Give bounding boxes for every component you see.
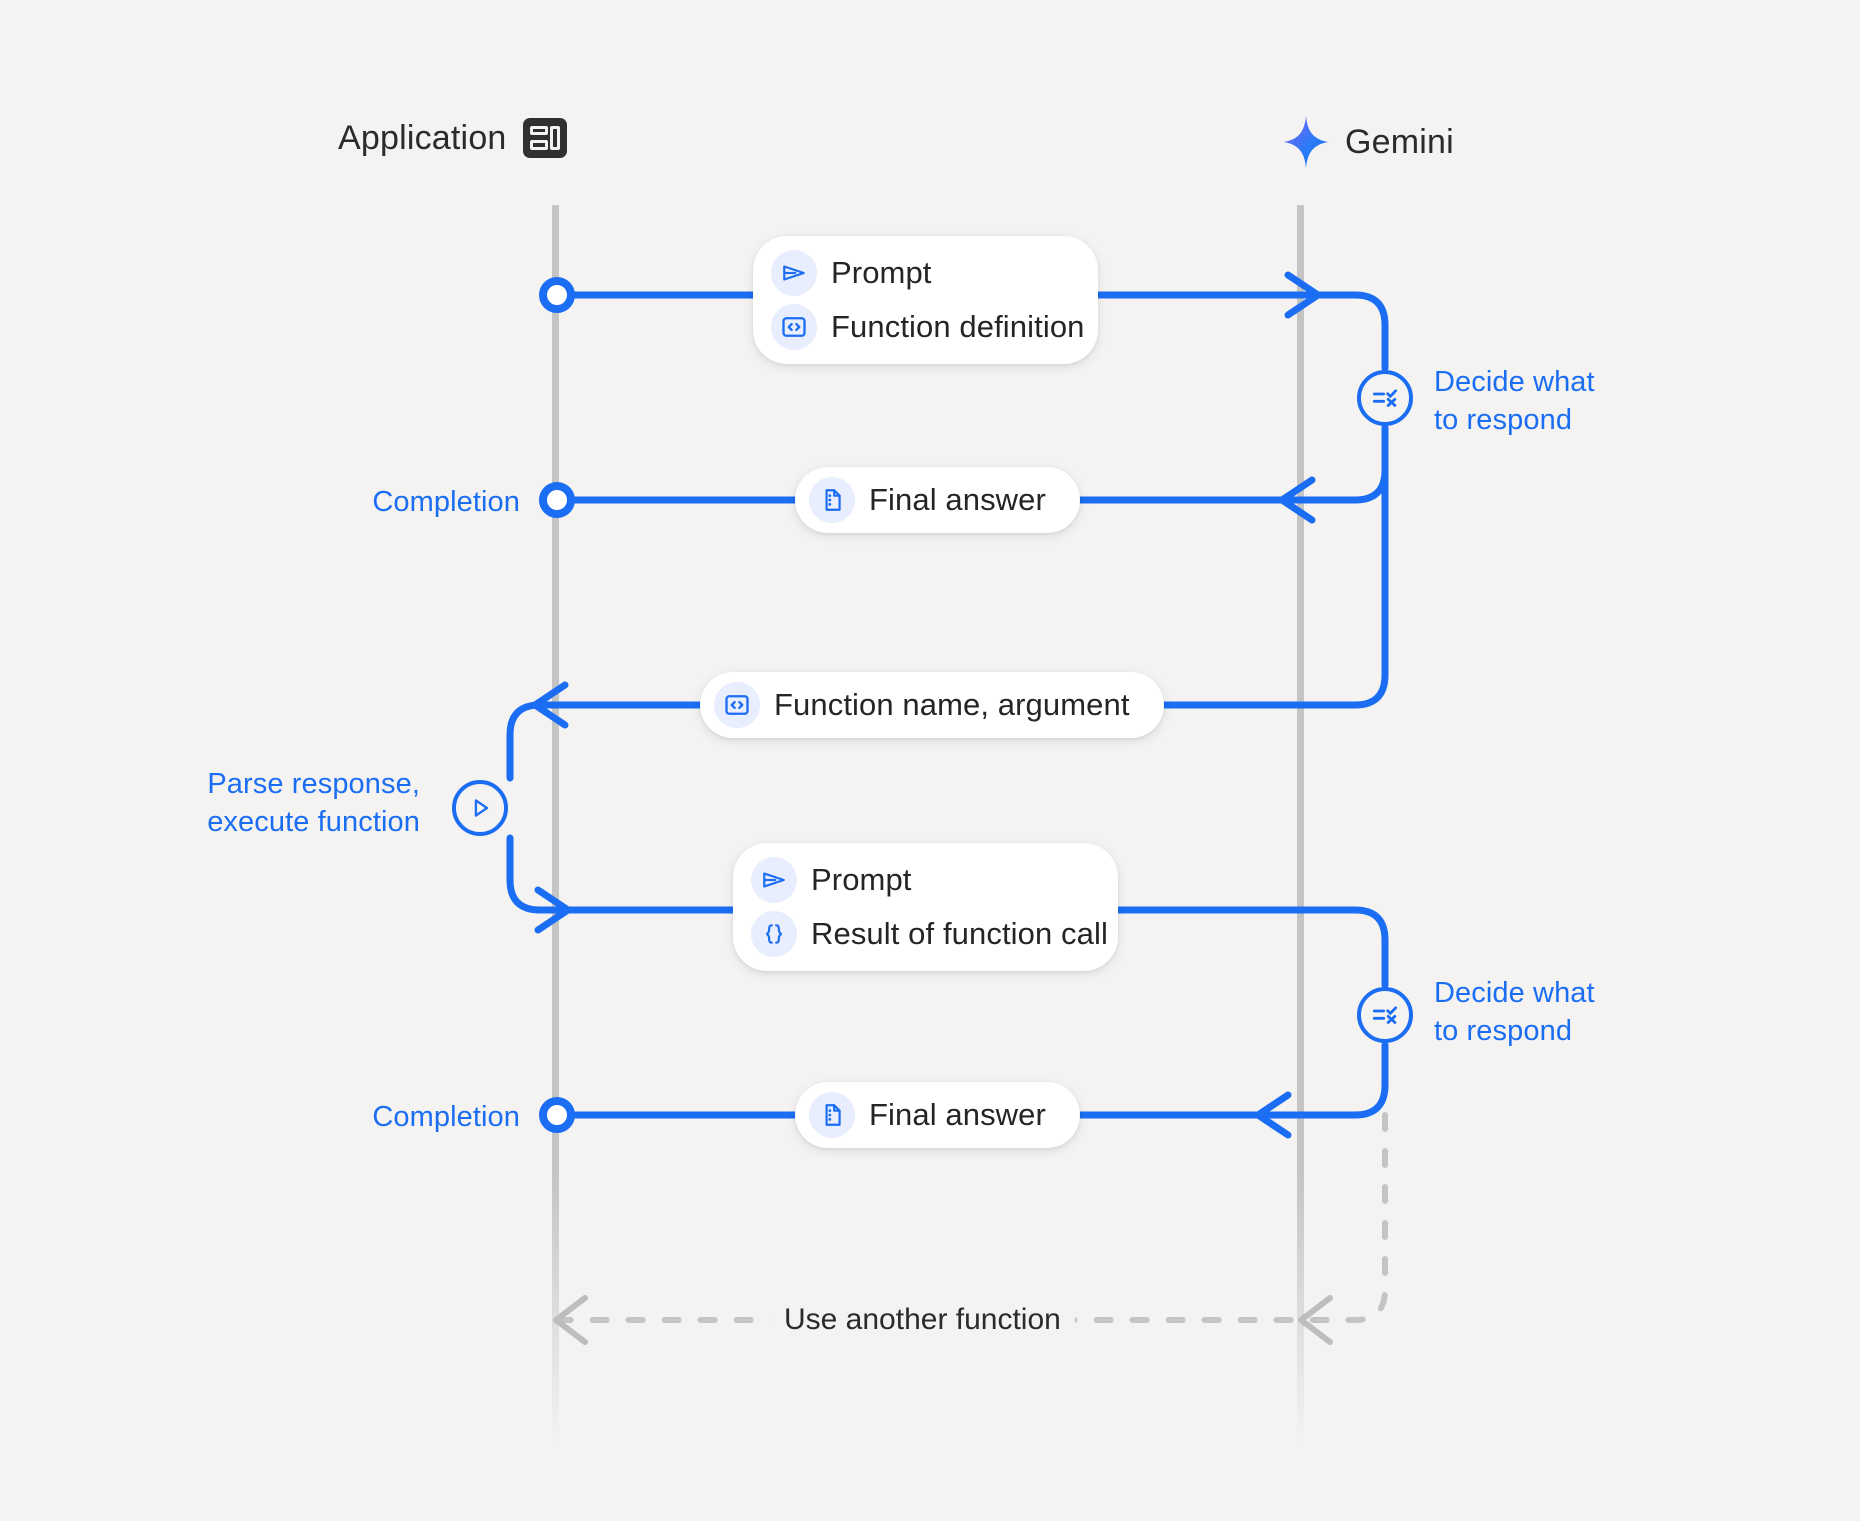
wire-parse-to-request-two xyxy=(506,834,1304,914)
actor-gemini-label: Gemini xyxy=(1345,122,1454,161)
card-row-label: Prompt xyxy=(811,862,912,897)
annotation-completion-one: Completion xyxy=(372,486,520,518)
code-brackets-icon xyxy=(771,304,817,350)
node-completion-two xyxy=(539,1097,575,1133)
annotation-decide-one: Decide what to respond xyxy=(1434,366,1595,437)
card-row: Result of function call xyxy=(751,911,1108,957)
wire-decide-two-to-completion xyxy=(1296,1041,1389,1119)
wire-to-decide-one xyxy=(1296,291,1389,372)
arrowhead-loop-left xyxy=(553,1295,588,1345)
arrowhead-loop-mid xyxy=(1298,1295,1333,1345)
checklist-decision-icon xyxy=(1357,370,1413,426)
card-row: Prompt xyxy=(751,857,1088,903)
card-row-label: Final answer xyxy=(869,1097,1046,1132)
card-row: Final answer xyxy=(809,1092,1046,1138)
card-row: Function definition xyxy=(771,304,1084,350)
message-card-request-two: Prompt Result of function call xyxy=(733,843,1118,971)
lifeline-gemini xyxy=(1297,205,1304,1445)
send-icon xyxy=(751,857,797,903)
document-icon xyxy=(809,1092,855,1138)
node-start xyxy=(539,277,575,313)
curly-braces-icon xyxy=(751,911,797,957)
message-card-final-answer-two: Final answer xyxy=(795,1082,1080,1148)
gemini-sparkle-icon xyxy=(1283,116,1329,168)
wire-to-decide-two xyxy=(1296,906,1389,989)
card-row-label: Prompt xyxy=(831,255,932,290)
message-card-function-call: Function name, argument xyxy=(700,672,1164,738)
message-card-final-answer-one: Final answer xyxy=(795,467,1080,533)
card-row: Prompt xyxy=(771,250,1068,296)
send-icon xyxy=(771,250,817,296)
card-row-label: Result of function call xyxy=(811,916,1108,951)
wire-decide-one-to-completion xyxy=(1296,424,1389,504)
card-row: Final answer xyxy=(809,477,1046,523)
arrowhead-function-call xyxy=(531,681,569,729)
loop-label-use-another-function: Use another function xyxy=(770,1303,1075,1337)
actor-application: Application xyxy=(338,118,567,158)
card-row-label: Function definition xyxy=(831,309,1085,344)
checklist-decision-icon xyxy=(1357,987,1413,1043)
message-card-request-one: Prompt Function definition xyxy=(753,236,1098,364)
card-row-label: Final answer xyxy=(869,482,1046,517)
document-icon xyxy=(809,477,855,523)
node-completion-one xyxy=(539,482,575,518)
wire-loop-another-function xyxy=(557,1112,1388,1323)
arrowhead-request-one xyxy=(1284,271,1322,319)
arrowhead-final-answer-two xyxy=(1254,1091,1292,1139)
card-row: Function name, argument xyxy=(714,682,1130,728)
play-icon xyxy=(452,780,508,836)
actor-application-label: Application xyxy=(338,118,507,157)
card-row-label: Function name, argument xyxy=(774,687,1130,722)
code-brackets-icon xyxy=(714,682,760,728)
annotation-parse-execute: Parse response, execute function xyxy=(207,768,420,839)
actor-gemini: Gemini xyxy=(1283,116,1454,168)
annotation-completion-two: Completion xyxy=(372,1101,520,1133)
arrowhead-request-two xyxy=(534,886,572,934)
wire-decide-one-to-function-call xyxy=(1296,424,1389,709)
annotation-decide-two: Decide what to respond xyxy=(1434,977,1595,1048)
arrowhead-final-answer-one xyxy=(1278,476,1316,524)
lifeline-application xyxy=(552,205,559,1445)
dashboard-layout-icon xyxy=(522,118,567,158)
